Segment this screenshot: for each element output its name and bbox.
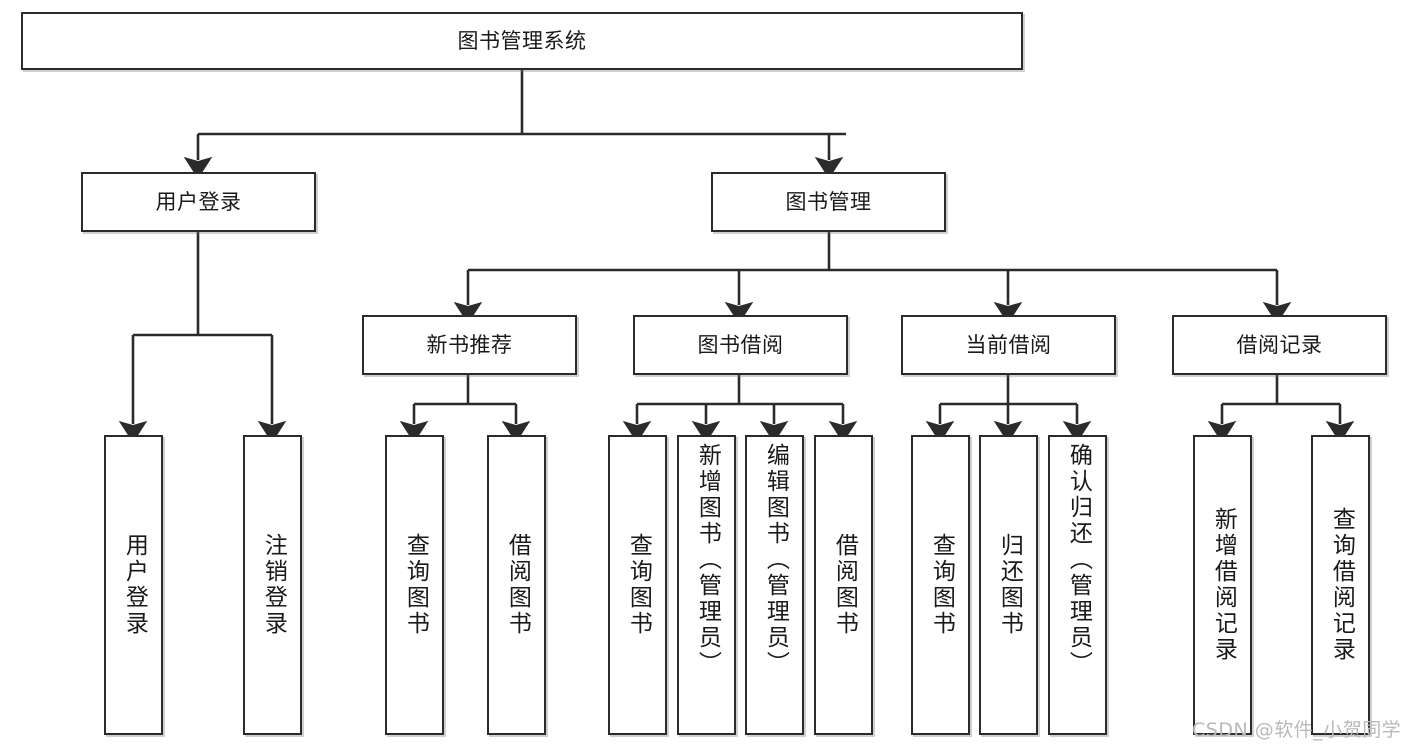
node-label: 借阅记录 bbox=[1236, 332, 1323, 357]
leaf-book-borrow-query[interactable]: 查询图书 bbox=[608, 435, 667, 735]
node-label: 图书管理系统 bbox=[457, 28, 587, 53]
leaf-book-borrow-edit[interactable]: 编辑图书（管理员） bbox=[745, 435, 804, 735]
node-label: 查询图书 bbox=[625, 533, 652, 637]
node-borrow-record[interactable]: 借阅记录 bbox=[1172, 315, 1387, 375]
node-label: 查询图书 bbox=[928, 533, 955, 637]
csdn-watermark: CSDN @软件_小贺同学 bbox=[1192, 719, 1402, 741]
node-label: 确认归还（管理员） bbox=[1065, 443, 1092, 677]
node-label: 归还图书 bbox=[996, 533, 1023, 637]
node-label: 用户登录 bbox=[155, 189, 242, 214]
node-label: 借阅图书 bbox=[831, 533, 858, 637]
node-label: 用户登录 bbox=[121, 533, 148, 637]
leaf-user-login-login[interactable]: 用户登录 bbox=[104, 435, 163, 735]
node-label: 新书推荐 bbox=[426, 332, 513, 357]
node-label: 借阅图书 bbox=[504, 533, 531, 637]
node-root-book-management-system[interactable]: 图书管理系统 bbox=[21, 12, 1023, 70]
node-current-borrow[interactable]: 当前借阅 bbox=[901, 315, 1116, 375]
node-label: 图书借阅 bbox=[697, 332, 784, 357]
node-new-book-recommend[interactable]: 新书推荐 bbox=[362, 315, 577, 375]
leaf-new-book-borrow[interactable]: 借阅图书 bbox=[487, 435, 546, 735]
node-label: 查询图书 bbox=[402, 533, 429, 637]
node-label: 编辑图书（管理员） bbox=[762, 443, 789, 677]
node-label: 当前借阅 bbox=[965, 332, 1052, 357]
leaf-new-book-query[interactable]: 查询图书 bbox=[385, 435, 444, 735]
node-label: 新增图书（管理员） bbox=[694, 443, 721, 677]
node-user-login[interactable]: 用户登录 bbox=[81, 172, 316, 232]
node-book-management[interactable]: 图书管理 bbox=[711, 172, 946, 232]
leaf-current-borrow-return[interactable]: 归还图书 bbox=[979, 435, 1038, 735]
leaf-book-borrow-borrow[interactable]: 借阅图书 bbox=[814, 435, 873, 735]
leaf-current-borrow-confirm-return[interactable]: 确认归还（管理员） bbox=[1048, 435, 1107, 735]
node-label: 新增借阅记录 bbox=[1210, 507, 1237, 663]
node-label: 查询借阅记录 bbox=[1328, 507, 1355, 663]
leaf-borrow-record-add[interactable]: 新增借阅记录 bbox=[1193, 435, 1252, 735]
leaf-book-borrow-add[interactable]: 新增图书（管理员） bbox=[677, 435, 736, 735]
node-label: 图书管理 bbox=[785, 189, 872, 214]
leaf-current-borrow-query[interactable]: 查询图书 bbox=[911, 435, 970, 735]
leaf-borrow-record-query[interactable]: 查询借阅记录 bbox=[1311, 435, 1370, 735]
node-book-borrow[interactable]: 图书借阅 bbox=[633, 315, 848, 375]
node-label: 注销登录 bbox=[260, 533, 287, 637]
leaf-user-login-logout[interactable]: 注销登录 bbox=[243, 435, 302, 735]
